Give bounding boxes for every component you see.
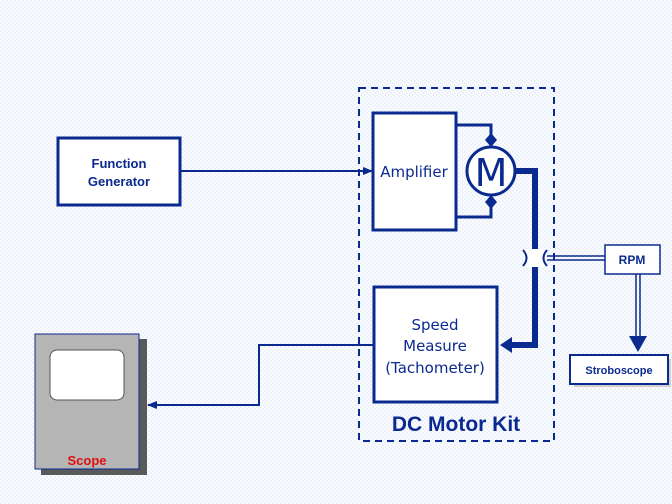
amplifier-label: Amplifier: [380, 163, 448, 181]
speed-measure-label-line2: Measure: [403, 337, 467, 355]
dc-motor-kit-boundary: [358, 87, 555, 442]
scope-label: Scope: [67, 453, 106, 468]
speed-measure-label-line3: (Tachometer): [385, 359, 485, 377]
motor-symbol: M: [465, 133, 517, 209]
motor-label: M: [475, 151, 508, 195]
speed-measure-label-line1: Speed: [411, 316, 458, 334]
rpm-box: RPM: [604, 244, 661, 275]
amplifier-motor-wire-bottom: [456, 206, 493, 219]
dc-motor-kit-label: DC Motor Kit: [392, 413, 520, 436]
function-generator-label-line2: Generator: [88, 174, 150, 189]
function-generator-label-line1: Function: [92, 156, 147, 171]
shaft-arrowhead: [500, 337, 512, 353]
rpm-label: RPM: [619, 253, 646, 267]
motor-brush-top: [485, 133, 497, 147]
amplifier-motor-wire-top: [456, 123, 493, 136]
rpm-to-stroboscope-arrowhead: [629, 336, 647, 352]
stroboscope-label: Stroboscope: [585, 365, 652, 377]
amplifier-box: Amplifier: [371, 111, 458, 232]
scope-screen: [49, 349, 125, 401]
shaft-coupling: [522, 249, 548, 267]
scope-box: Scope: [34, 333, 147, 475]
function-generator-box: Function Generator: [56, 136, 182, 207]
stroboscope-box: Stroboscope: [569, 354, 671, 387]
signal-line-tachometer-to-scope: [147, 344, 374, 409]
motor-brush-bottom: [485, 195, 497, 209]
speed-measure-box: Speed Measure (Tachometer): [372, 285, 499, 404]
